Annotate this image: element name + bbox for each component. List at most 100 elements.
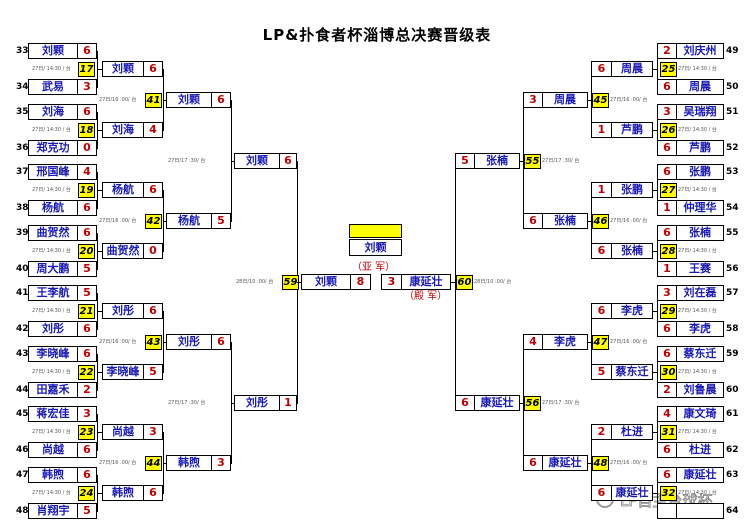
match-number: 48 [592,456,609,471]
page-title: LP&扑食者杯淄博总决赛晋级表 [262,26,492,44]
match-schedule: 27日/ 14:30 / 台 [32,369,71,375]
match-schedule: 27日/16 :00/ 台 [610,460,648,466]
match-schedule: 27日/17 :30/ 台 [168,400,206,406]
match-schedule: 27日/16 :00/ 台 [99,339,137,345]
player-name: 刘颗 [315,275,337,288]
match-schedule: 27日/16 :00/ 台 [610,97,648,103]
bracket-line [591,311,592,373]
match-schedule: 27日/ 14:30 / 台 [32,308,71,314]
score-cell: 6 [284,154,292,167]
bracket-line [523,342,524,464]
player-name: 刘颗 [178,93,200,106]
seed-number: 35 [16,107,29,117]
player-name: 芦鹏 [689,141,711,154]
match-schedule: 28日/10 :00/ 台 [474,279,512,285]
score-cell: 1 [597,183,606,196]
match-schedule: 27日/16 :00/ 台 [610,218,648,224]
match-number: 18 [78,123,95,138]
score-cell: 1 [284,396,292,409]
match-schedule: 27日/16 :00/ 台 [99,218,137,224]
bracket-line [451,282,455,283]
seed-number: 48 [16,506,29,516]
score-cell: 0 [149,244,157,257]
player-name: 杨航 [112,183,134,196]
score-cell: 6 [83,443,91,456]
bracket-line [591,69,592,131]
match-number: 27 [660,183,677,198]
player-name: 刘彤 [178,335,200,348]
match-number: 55 [524,154,541,169]
cell-divider [279,396,280,410]
match-number: 22 [78,365,95,380]
bracket-line [231,161,234,162]
player-name: 曲贺然 [106,244,140,257]
bracket-line [653,432,657,433]
player-name: 刘彤 [42,322,64,335]
cell-divider [77,347,78,361]
score-cell: 6 [597,304,606,317]
player-name: 李晓峰 [36,347,70,360]
seed-number: 38 [16,203,29,213]
cell-divider [77,262,78,276]
player-name: 芦鹏 [621,123,643,136]
player-name: 李晓峰 [106,365,140,378]
player-name [677,504,723,518]
cell-divider [77,443,78,457]
match-number: 44 [145,456,162,471]
score-cell: 6 [663,226,671,239]
score-cell: 6 [83,322,91,335]
score-cell: 6 [149,62,157,75]
player-name: 刘颗 [112,62,134,75]
cell-divider [676,286,677,300]
player-name: 周晨 [554,93,576,106]
match-schedule: 27日/16 :00/ 台 [99,97,137,103]
bracket-line [591,190,592,252]
score-cell: 6 [663,165,671,178]
seed-number: 41 [16,288,29,298]
match-schedule: 27日/ 14:30 / 台 [678,66,717,72]
score-cell: 3 [387,275,396,288]
seed-number: 53 [726,167,739,177]
cell-divider [77,201,78,215]
score-cell: 6 [83,226,91,239]
bracket-line [163,463,166,464]
seed-number: 63 [726,470,739,480]
seed-number: 62 [726,445,739,455]
cell-divider [676,226,677,240]
seed-number: 42 [16,324,29,334]
match-number: 46 [592,214,609,229]
cell-divider [676,201,677,215]
cell-divider [676,44,677,58]
player-name: 刘海 [42,105,64,118]
seed-number: 44 [16,385,29,395]
score-cell: 6 [83,105,91,118]
player-name: 武易 [42,80,64,93]
bracket-line [591,432,592,494]
score-cell: 6 [529,456,537,469]
match-number: 25 [660,62,677,77]
player-name: 康延壮 [615,486,649,499]
player-name: 韩煦 [42,468,64,481]
cell-divider [676,322,677,336]
champion-name: 刘颗 [364,241,387,254]
bracket-line [653,372,657,373]
match-number: 21 [78,304,95,319]
match-schedule: 27日/ 14:30 / 台 [32,66,71,72]
match-schedule: 27日/ 14:30 / 台 [32,127,71,133]
bracket-line [97,493,102,494]
player-name: 杜进 [689,443,711,456]
cell-divider [542,335,543,349]
score-cell: 3 [83,407,91,420]
